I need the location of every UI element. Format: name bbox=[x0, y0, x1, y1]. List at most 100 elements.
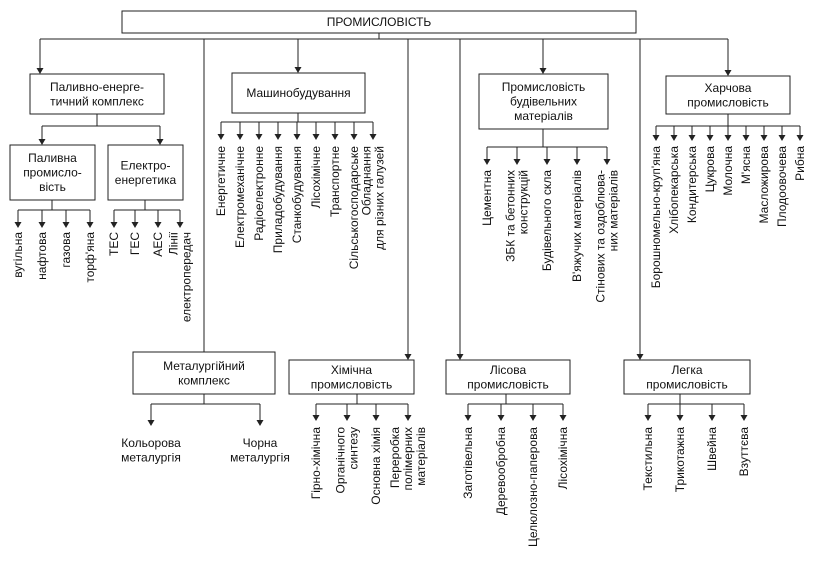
machine-item: Лісохімічне bbox=[309, 146, 323, 209]
construction-item: Стінових та оздоблюва- bbox=[594, 170, 608, 303]
arrow-head bbox=[603, 159, 611, 165]
arrow-head bbox=[742, 135, 750, 141]
machine-building-box bbox=[231, 72, 366, 114]
food-item: Рибна bbox=[793, 146, 807, 181]
forest-item: Лісохімічна bbox=[556, 427, 570, 490]
food-item: Масложирова bbox=[757, 146, 771, 224]
arrow-head bbox=[760, 135, 768, 141]
arrow-head bbox=[724, 70, 732, 76]
arrow-head bbox=[369, 134, 377, 140]
power-item: ГЕС bbox=[128, 232, 142, 256]
food-item: Цукрова bbox=[703, 146, 717, 193]
chemical-item: синтезу bbox=[347, 427, 361, 469]
construction-item: Цементна bbox=[480, 170, 494, 226]
metallurgical-complex-box bbox=[132, 351, 276, 395]
fuel-energy-complex-title: Паливно-енерге-тичний комплекс bbox=[50, 80, 144, 109]
fuel-energy-complex-box bbox=[29, 73, 165, 115]
arrow-head bbox=[456, 354, 464, 360]
power-item: Лінії bbox=[167, 231, 181, 255]
arrow-head bbox=[38, 222, 46, 228]
fuel-item: торф'яна bbox=[83, 232, 97, 283]
arrow-head bbox=[274, 134, 282, 140]
arrow-head bbox=[110, 222, 118, 228]
chemical-item: Переробка bbox=[388, 427, 402, 488]
arrow-head bbox=[404, 415, 412, 421]
arrow-head bbox=[154, 222, 162, 228]
arrow-head bbox=[543, 159, 551, 165]
food-industry-box bbox=[665, 75, 791, 115]
machine-item: Обладнання bbox=[360, 146, 374, 215]
fuel-industry-box bbox=[9, 144, 96, 201]
arrow-head bbox=[156, 139, 164, 145]
construction-item: конструкцій bbox=[517, 170, 531, 234]
arrow-head bbox=[636, 354, 644, 360]
arrow-head bbox=[62, 222, 70, 228]
light-item: Взуттєва bbox=[737, 427, 751, 477]
arrow-head bbox=[294, 67, 302, 73]
machine-item: Енергетичне bbox=[214, 146, 228, 216]
arrow-head bbox=[497, 415, 505, 421]
construction-materials-box bbox=[478, 73, 609, 130]
food-item: Хлібопекарська bbox=[667, 146, 681, 234]
arrow-head bbox=[644, 415, 652, 421]
arrow-head bbox=[559, 415, 567, 421]
arrow-head bbox=[796, 135, 804, 141]
arrow-head bbox=[708, 415, 716, 421]
arrow-head bbox=[176, 222, 184, 228]
arrow-head bbox=[724, 135, 732, 141]
chemical-item: полімерних bbox=[401, 427, 415, 491]
machine-item: Станкобудування bbox=[290, 146, 304, 243]
food-item: Молочна bbox=[721, 146, 735, 196]
arrow-head bbox=[343, 415, 351, 421]
arrow-head bbox=[147, 420, 155, 426]
machine-item: Електромеханічне bbox=[233, 146, 247, 248]
arrow-head bbox=[404, 354, 412, 360]
arrow-head bbox=[513, 159, 521, 165]
arrow-head bbox=[706, 135, 714, 141]
forest-item: Целюлозно-паперова bbox=[526, 427, 540, 547]
arrow-head bbox=[312, 134, 320, 140]
arrow-head bbox=[217, 134, 225, 140]
arrow-head bbox=[573, 159, 581, 165]
arrow-head bbox=[652, 135, 660, 141]
arrow-head bbox=[236, 134, 244, 140]
arrow-head bbox=[293, 134, 301, 140]
arrow-head bbox=[312, 415, 320, 421]
root-title: ПРОМИСЛОВІСТЬ bbox=[327, 15, 432, 29]
arrow-head bbox=[86, 222, 94, 228]
arrow-head bbox=[255, 134, 263, 140]
machine-item: Транспортне bbox=[328, 146, 342, 217]
machine-item: Радіоелектронне bbox=[252, 146, 266, 241]
light-item: Трикотажна bbox=[673, 427, 687, 493]
power-industry-title: Електро-енергетика bbox=[115, 158, 177, 187]
arrow-head bbox=[14, 222, 22, 228]
arrow-head bbox=[131, 222, 139, 228]
food-item: Кондитерська bbox=[685, 146, 699, 223]
arrow-head bbox=[256, 420, 264, 426]
food-item: Борошномельно-круп'яна bbox=[649, 146, 663, 289]
construction-item: ЗБК та бетонних bbox=[504, 170, 518, 262]
arrow-head bbox=[483, 159, 491, 165]
light-item: Текстильна bbox=[641, 427, 655, 491]
arrow-head bbox=[36, 68, 44, 74]
construction-item: них матеріалів bbox=[607, 170, 621, 251]
chemical-item: Основна хімія bbox=[369, 427, 383, 505]
arrow-head bbox=[529, 415, 537, 421]
chemical-item: Гірно-хімічна bbox=[309, 427, 323, 500]
light-item: Швейна bbox=[705, 427, 719, 471]
arrow-head bbox=[539, 68, 547, 74]
arrow-head bbox=[778, 135, 786, 141]
arrow-head bbox=[670, 135, 678, 141]
fuel-item: вугільна bbox=[11, 232, 25, 278]
forest-item: Деревообробна bbox=[494, 427, 508, 515]
forest-item: Заготівельна bbox=[461, 427, 475, 499]
power-industry-box bbox=[107, 144, 184, 201]
